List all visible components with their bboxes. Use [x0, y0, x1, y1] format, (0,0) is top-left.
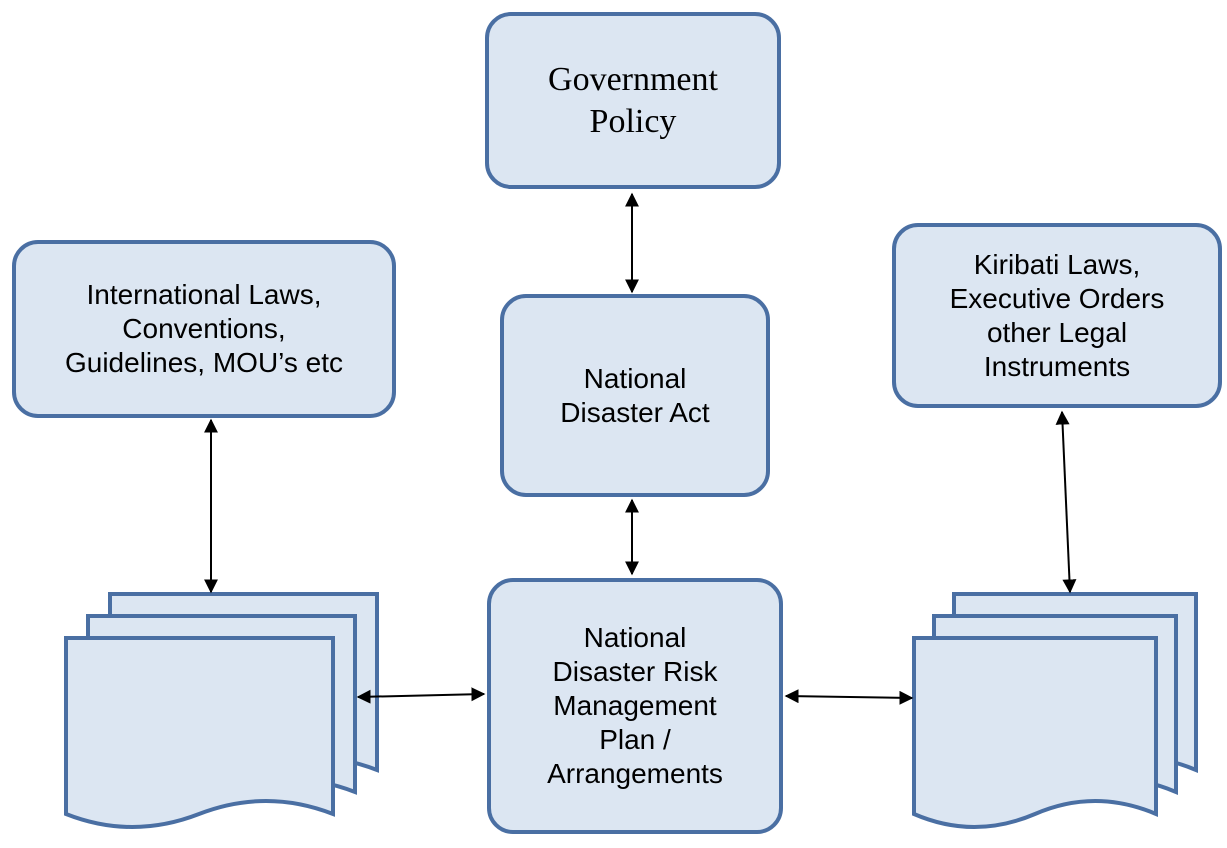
- government-policy-label: Government Policy: [548, 60, 718, 140]
- ndrm-plan-label: National Disaster Risk Management Plan /…: [547, 622, 723, 789]
- left-document-front: [64, 636, 335, 829]
- government-policy-box: Government Policy: [485, 12, 781, 189]
- national-disaster-act-box: National Disaster Act: [500, 294, 770, 497]
- international-laws-box: International Laws, Conventions, Guideli…: [12, 240, 396, 418]
- arrow-left-documents-to-plan: [356, 687, 486, 704]
- left-documents-icon: [64, 592, 379, 829]
- kiribati-laws-box: Kiribati Laws, Executive Orders other Le…: [892, 223, 1222, 408]
- right-documents-icon: [912, 592, 1198, 829]
- national-disaster-act-label: National Disaster Act: [560, 362, 710, 428]
- arrow-kiribati-to-documents: [1055, 410, 1077, 594]
- kiribati-laws-label: Kiribati Laws, Executive Orders other Le…: [949, 248, 1165, 382]
- ndrm-plan-box: National Disaster Risk Management Plan /…: [487, 578, 783, 834]
- right-document-front: [912, 636, 1158, 829]
- arrow-plan-to-right-documents: [784, 689, 914, 705]
- international-laws-label: International Laws, Conventions, Guideli…: [64, 279, 344, 378]
